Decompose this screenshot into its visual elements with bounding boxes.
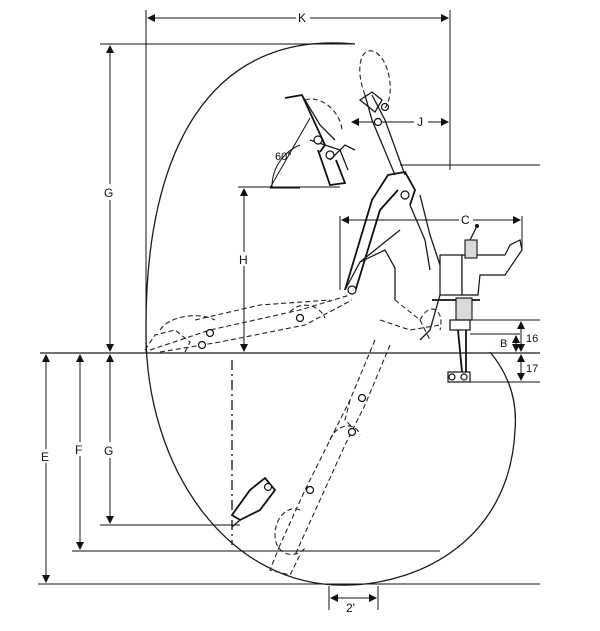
tractor-operator-station [432, 224, 523, 331]
dim-g-lower-label: G [104, 444, 113, 458]
boom-cylinder-path [394, 299, 431, 341]
dim-16-label: 16 [526, 333, 538, 345]
reach-envelope-arc [145, 42, 517, 586]
bucket-curled-lower [230, 476, 277, 528]
dim-2ft-label: 2' [346, 601, 355, 615]
boom-raised [344, 50, 441, 300]
bucket-raised [284, 93, 356, 186]
angle-label: 60° [275, 151, 292, 163]
dim-17-label: 17 [526, 363, 538, 375]
dim-e-label: E [41, 450, 49, 464]
dim-h-label: H [239, 253, 248, 267]
dim-f-label: F [75, 443, 82, 457]
boom-extended-ground [144, 294, 442, 353]
dim-k-label: K [298, 11, 306, 25]
dim-c-label: C [461, 213, 470, 227]
stabilizer-leg [447, 329, 471, 383]
dim-j-label: J [417, 115, 423, 129]
dim-g-upper-label: G [104, 186, 113, 200]
dim-b-label: B [500, 338, 507, 350]
boom-dig-depth [269, 339, 391, 576]
